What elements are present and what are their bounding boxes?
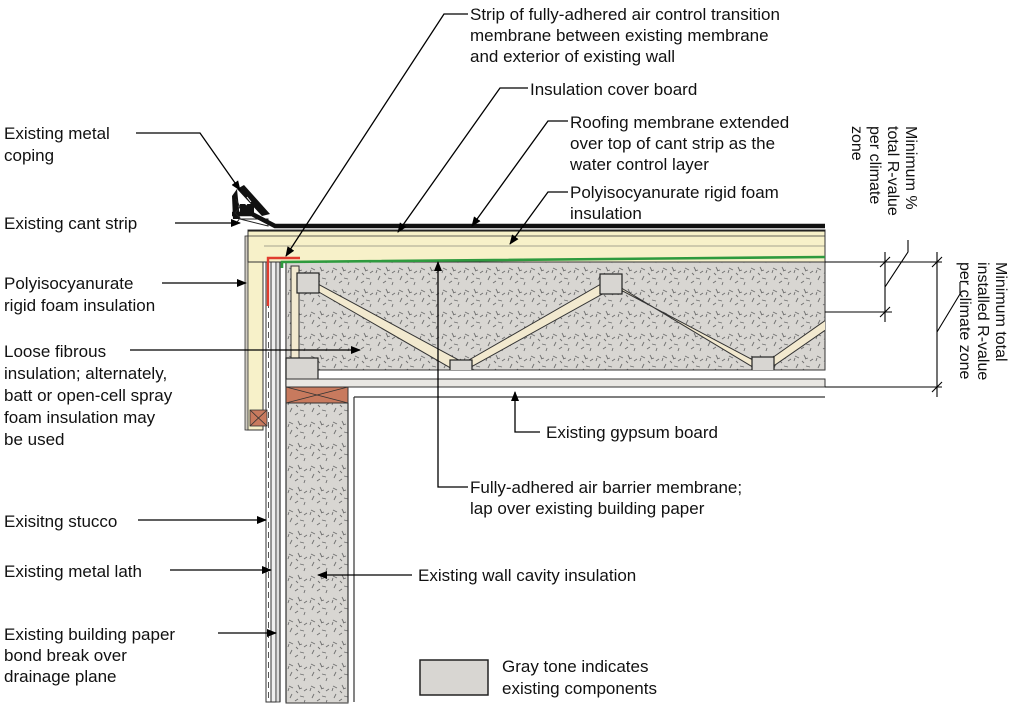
label-roofing-membrane: Roofing membrane extended over top of can… [569,113,789,174]
label-line: batt or open-cell spray [4,386,173,405]
label-line: Polyisocyanurate rigid foam [570,183,779,202]
label-line: Fully-adhered air barrier membrane; [470,478,742,497]
label-gypsum: Existing gypsum board [546,423,718,442]
label-legend: Gray tone indicates existing components [502,657,657,698]
label-line: Existing gypsum board [546,423,718,442]
leader-lines [130,13,568,637]
label-line: lap over existing building paper [470,499,705,518]
label-line: Strip of fully-adhered air control trans… [470,5,780,24]
label-metal-coping: Existing metal coping [4,124,110,165]
label-line: insulation; alternately, [4,364,167,383]
label-loose-fibrous: Loose fibrous insulation; alternately, bat… [4,342,173,449]
label-line: Existing wall cavity insulation [418,566,636,585]
label-poly-roof: Polyisocyanurate rigid foam insulation [570,183,779,223]
label-line: Minimum % [902,126,919,210]
label-line: total R-value [884,126,901,216]
label-min-total: Minimum totalinstalled R-valueper climat… [956,262,1009,380]
label-line: per climate [866,126,883,204]
label-cover-board: Insulation cover board [530,80,697,99]
roofing-membrane [232,211,825,229]
label-line: Loose fibrous [4,342,106,361]
label-line: zone [848,126,865,161]
label-line: Gray tone indicates [502,657,648,676]
label-line: Existing building paper [4,625,175,644]
label-line: Polyisocyanurate [4,274,133,293]
label-line: Existing metal lath [4,562,142,581]
transition-membrane [266,256,300,306]
existing-exterior-wall [265,261,281,703]
label-line: and exterior of existing wall [470,47,675,66]
parapet-rigid-foam [246,235,264,431]
label-min-percent: Minimum %total R-valueper climatezone [848,126,919,216]
label-line: bond break over [4,646,127,665]
label-line: existing components [502,679,657,698]
label-wall-cavity: Existing wall cavity insulation [418,566,636,585]
label-cant-strip: Existing cant strip [4,214,137,233]
label-transition-strip: Strip of fully-adhered air control trans… [470,5,780,66]
label-line: insulation [570,204,642,223]
label-line: Roofing membrane extended [570,113,789,132]
label-poly-wall: Polyisocyanurate rigid foam insulation [4,274,155,315]
label-stucco: Exisitng stucco [4,512,117,531]
label-line: per climate zone [956,262,973,379]
label-line: rigid foam insulation [4,296,155,315]
roof-trusses [286,265,825,370]
label-line: coping [4,146,54,165]
label-line: Exisitng stucco [4,512,117,531]
label-metal-lath: Existing metal lath [4,562,142,581]
label-line: foam insulation may [4,408,156,427]
label-line: Existing cant strip [4,214,137,233]
label-line: Insulation cover board [530,80,697,99]
label-line: water control layer [569,155,709,174]
label-air-barrier: Fully-adhered air barrier membrane; lap o… [470,478,742,518]
label-line: be used [4,430,65,449]
legend-swatch [419,659,489,696]
label-line: drainage plane [4,667,116,686]
label-line: installed R-value [974,262,991,380]
label-line: over top of cant strip as the [570,134,775,153]
gypsum-ceiling [285,378,826,388]
label-building-paper: Existing building paper bond break over dr… [4,625,175,686]
dimension-lines [825,240,961,397]
air-barrier-membrane [280,255,826,268]
label-line: Existing metal [4,124,110,143]
label-line: membrane between existing membrane [470,26,769,45]
label-line: Minimum total [992,262,1009,362]
